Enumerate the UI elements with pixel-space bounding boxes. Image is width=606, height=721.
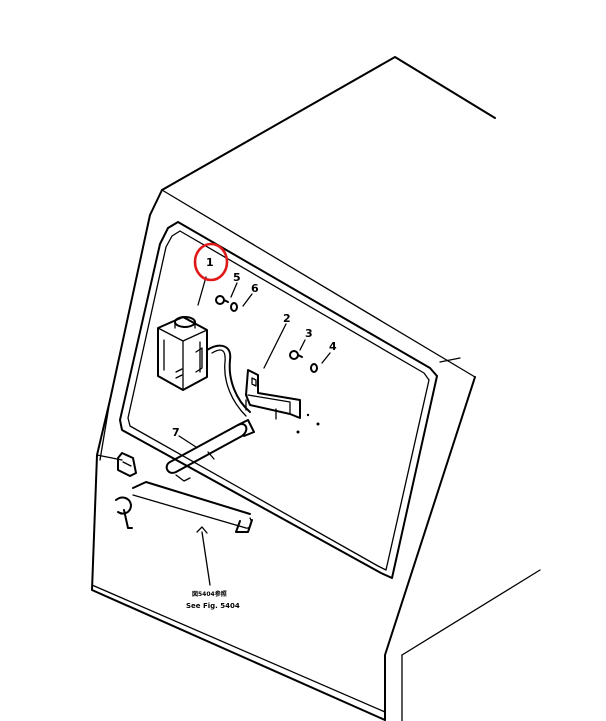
reference-jp: 図5404参照 <box>192 590 227 598</box>
callout-3: 3 <box>305 327 313 340</box>
callout-5: 5 <box>233 271 241 284</box>
reference-en: See Fig. 5404 <box>186 602 240 610</box>
callout-2: 2 <box>283 312 291 325</box>
nozzle-assembly <box>115 452 253 533</box>
callout-1: 1 <box>206 256 214 269</box>
window-frame <box>119 221 438 579</box>
washer-hose <box>206 344 251 417</box>
callout-4: 4 <box>329 340 337 353</box>
leader-lines <box>178 276 331 586</box>
callout-6: 6 <box>251 282 259 295</box>
wiper-motor <box>165 419 255 474</box>
fasteners <box>215 295 320 434</box>
callout-7: 7 <box>172 426 180 439</box>
cab-outline <box>91 56 541 721</box>
washer-tank <box>157 316 208 391</box>
bracket <box>245 369 301 420</box>
highlight-circle <box>193 242 229 282</box>
